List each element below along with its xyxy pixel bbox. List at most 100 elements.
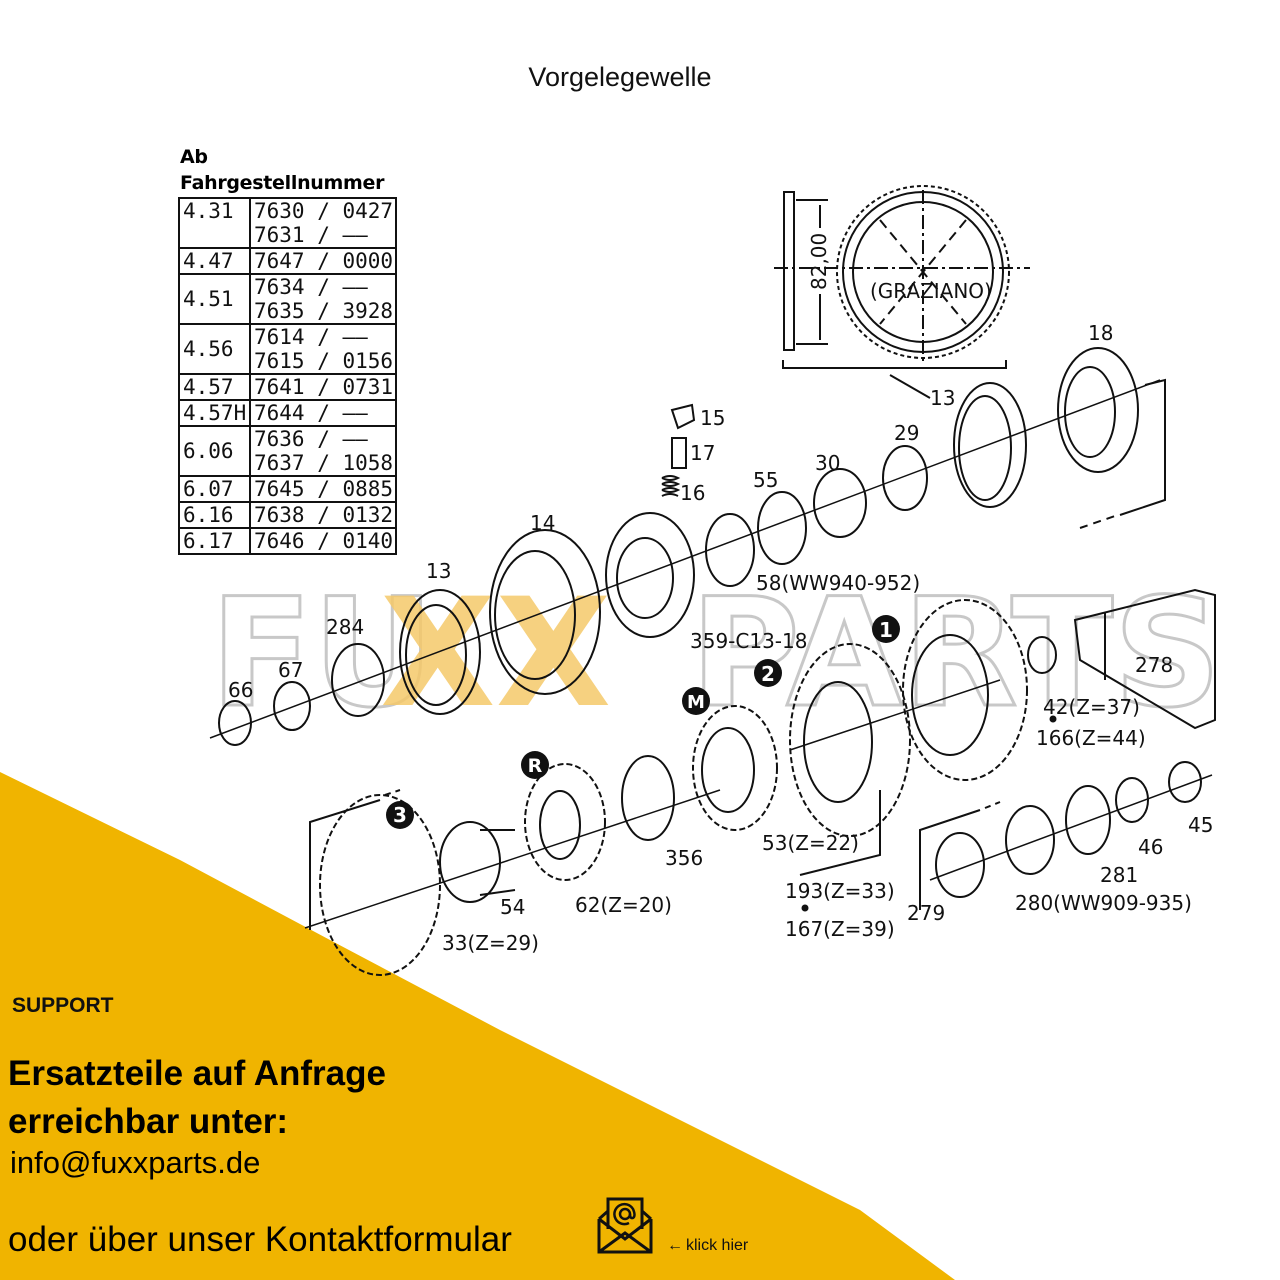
contact-form-text: oder über unser Kontaktformular (8, 1220, 512, 1259)
label-67: 67 (278, 658, 303, 682)
chassis-number-cell: 7634 / —— 7635 / 3928 (248, 273, 398, 325)
chassis-number: 7636 / —— (254, 427, 368, 451)
chassis-number: 7637 / 1058 (254, 451, 394, 475)
table-row: 4.47 7647 / 0000 (178, 247, 398, 275)
chassis-table-heading: Ab Fahrgestellnummer (180, 144, 384, 196)
gear-reverse-62 (524, 763, 606, 881)
arrow-left-icon: ← (667, 1237, 683, 1254)
chassis-number: 7634 / —— (254, 275, 368, 299)
label-17: 17 (690, 441, 715, 465)
model-cell: 4.31 (178, 197, 251, 249)
chassis-number-cell: 7644 / —— (248, 399, 398, 427)
label-13-detail: 13 (930, 386, 955, 410)
klick-hier-label: klick hier (686, 1237, 749, 1254)
part-356 (621, 755, 675, 841)
gear-marker-third: 3 (386, 801, 414, 829)
chassis-number-cell: 7614 / —— 7615 / 0156 (248, 323, 398, 375)
svg-text:R: R (528, 755, 543, 777)
part-13-lower (399, 589, 481, 715)
part-67 (273, 681, 311, 731)
model-cell: 4.51 (178, 273, 251, 325)
label-66: 66 (228, 678, 253, 702)
part-54 (439, 821, 501, 903)
gear-marker-first: 1 (872, 615, 900, 643)
model-cell: 4.57H (178, 399, 251, 427)
part-284 (331, 643, 385, 717)
watermark-fuxxparts: FU XX PARTS (209, 566, 1223, 743)
table-row: 4.51 7634 / —— 7635 / 3928 (178, 273, 398, 325)
table-row: 6.06 7636 / —— 7637 / 1058 (178, 425, 398, 477)
gear-marker-second: 2 (754, 659, 782, 687)
model-cell: 4.56 (178, 323, 251, 375)
heading-line-2: Fahrgestellnummer (180, 172, 385, 194)
chassis-number-table: 4.31 7630 / 0427 7631 / —— 4.47 7647 / 0… (178, 197, 398, 555)
klick-hier-link[interactable]: ←klick hier (667, 1237, 748, 1255)
table-row: 4.57 7641 / 0731 (178, 373, 398, 401)
chassis-number-cell: 7646 / 0140 (248, 527, 398, 555)
chassis-number-cell: 7647 / 0000 (248, 247, 398, 275)
heading-line-1: Ab (180, 146, 208, 168)
model-cell: 6.06 (178, 425, 251, 477)
chassis-number: 7630 / 0427 (254, 199, 394, 223)
gear-marker-main: M (682, 687, 710, 715)
label-53: 53(Z=22) (762, 831, 859, 855)
detail-brand-label: (GRAZIANO) (870, 279, 992, 303)
part-18 (1057, 347, 1139, 473)
part-66 (218, 700, 252, 746)
support-label: SUPPORT (12, 994, 114, 1017)
label-14: 14 (530, 511, 555, 535)
svg-text:2: 2 (761, 662, 775, 686)
chassis-number-cell: 7636 / —— 7637 / 1058 (248, 425, 398, 477)
part-30 (813, 468, 867, 538)
model-cell: 4.47 (178, 247, 251, 275)
table-row: 4.57H 7644 / —— (178, 399, 398, 427)
part-58 (705, 513, 755, 587)
label-193: 193(Z=33) (785, 879, 895, 903)
label-13: 13 (426, 559, 451, 583)
part-55 (757, 491, 807, 565)
part-280 (1005, 805, 1055, 875)
label-281: 281 (1100, 863, 1138, 887)
part-46 (1115, 777, 1149, 823)
chassis-number: 7614 / —— (254, 325, 368, 349)
table-row: 6.07 7645 / 0885 (178, 475, 398, 503)
gear-second-193-167 (789, 643, 911, 837)
chassis-number: 7631 / —— (254, 223, 368, 247)
part-279 (935, 832, 985, 898)
support-email-link[interactable]: info@fuxxparts.de (10, 1145, 261, 1180)
model-cell: 4.57 (178, 373, 251, 401)
label-284: 284 (326, 615, 364, 639)
gear-marker-reverse: R (521, 751, 549, 779)
upper-axis-line (209, 379, 1161, 739)
part-17 (671, 437, 687, 469)
label-356: 356 (665, 846, 703, 870)
label-55: 55 (753, 468, 778, 492)
svg-text:3: 3 (393, 803, 407, 827)
lower-right-bracket (919, 809, 981, 910)
part-281 (1065, 785, 1111, 855)
label-18: 18 (1088, 321, 1113, 345)
table-row: 6.17 7646 / 0140 (178, 527, 398, 555)
dot-marker (801, 904, 809, 912)
part-16 (661, 475, 681, 497)
part-15 (670, 403, 696, 430)
gear-first-42-166 (902, 599, 1028, 781)
label-58: 58(WW940-952) (756, 571, 920, 595)
chassis-number-cell: 7630 / 0427 7631 / —— (248, 197, 398, 249)
upper-bracket (1119, 378, 1166, 516)
svg-text:1: 1 (879, 618, 893, 642)
watermark-xx: XX (380, 567, 611, 741)
part-14 (489, 529, 601, 695)
table-row: 6.16 7638 / 0132 (178, 501, 398, 529)
part-13-upper (953, 382, 1027, 508)
label-45: 45 (1188, 813, 1213, 837)
shaft-278 (1027, 588, 1216, 730)
watermark-right: PARTS (690, 567, 1221, 741)
label-30: 30 (815, 451, 840, 475)
svg-text:M: M (687, 692, 705, 713)
label-278: 278 (1135, 653, 1173, 677)
chassis-number-cell: 7638 / 0132 (248, 501, 398, 529)
gear-main-53 (692, 705, 778, 831)
envelope-at-icon[interactable] (596, 1197, 654, 1255)
